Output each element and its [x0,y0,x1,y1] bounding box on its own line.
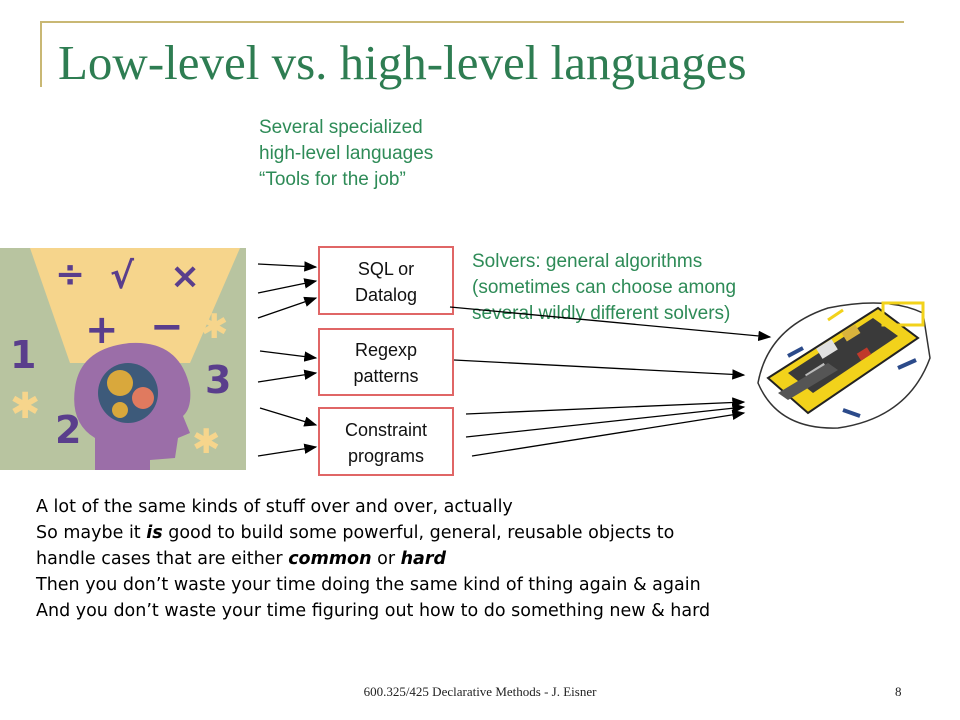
svg-text:÷: ÷ [55,254,85,295]
note-line: “Tools for the job” [259,169,406,190]
body-fragment: good to build some powerful, general, re… [162,523,675,543]
solvers-note: Solvers: general algorithms (sometimes c… [472,249,736,327]
slide-title: Low-level vs. high-level languages [58,35,747,90]
note-line: Several specialized [259,117,423,138]
arrow [465,403,746,438]
box-label: patterns [353,366,419,386]
arrow [259,407,318,427]
specialized-languages-note: Several specialized high-level languages… [259,115,433,193]
box-label: SQL or [357,259,415,279]
svg-text:2: 2 [55,408,81,452]
arrow [465,397,746,415]
body-text: A lot of the same kinds of stuff over an… [36,494,710,624]
arrow [257,278,318,294]
note-line: several wildly different solvers) [472,303,731,324]
svg-text:3: 3 [205,358,231,402]
sql-datalog-box: SQL or Datalog [318,246,454,315]
svg-text:+: + [85,307,119,353]
body-fragment: handle cases that are either [36,549,289,569]
frame-left-rule [40,21,42,87]
svg-text:×: × [170,256,200,297]
arrow [257,443,318,457]
arrow [449,306,772,342]
svg-text:✱: ✱ [192,422,221,462]
arrow [471,409,746,457]
body-fragment: So maybe it [36,523,147,543]
svg-text:−: − [150,304,184,350]
slide-footer: 600.325/425 Declarative Methods - J. Eis… [363,684,597,699]
svg-text:✱: ✱ [200,307,229,347]
svg-text:✱: ✱ [10,386,40,427]
constraint-programs-box: Constraint programs [318,407,454,476]
body-line: A lot of the same kinds of stuff over an… [36,497,513,517]
math-head-illustration: ÷ √ × + − 1 2 3 ✱ ✱ ✱ [0,248,246,470]
arrow [453,359,746,380]
note-line: (sometimes can choose among [472,277,737,298]
arrow [257,296,318,319]
circuit-board-illustration [757,301,931,429]
arrow [259,350,318,362]
body-line: Then you don’t waste your time doing the… [36,575,701,595]
page-number: 8 [895,684,902,699]
box-label: Datalog [354,285,418,305]
body-line: handle cases that are either common or h… [36,546,710,572]
svg-text:1: 1 [10,333,36,377]
regexp-patterns-box: Regexp patterns [318,328,454,396]
emphasis-hard: hard [400,549,447,569]
box-label: Regexp [354,340,418,360]
box-label: Constraint [344,420,428,440]
frame-top-rule [40,21,904,23]
arrow [257,369,318,383]
note-line: Solvers: general algorithms [472,251,703,272]
body-line: So maybe it is good to build some powerf… [36,520,710,546]
arrow [257,261,318,272]
box-label: programs [347,446,425,466]
note-line: high-level languages [259,143,434,164]
emphasis-is: is [146,523,163,543]
svg-text:√: √ [110,256,135,297]
body-fragment: or [371,549,401,569]
body-line: And you don’t waste your time figuring o… [36,601,711,621]
emphasis-common: common [288,549,372,569]
